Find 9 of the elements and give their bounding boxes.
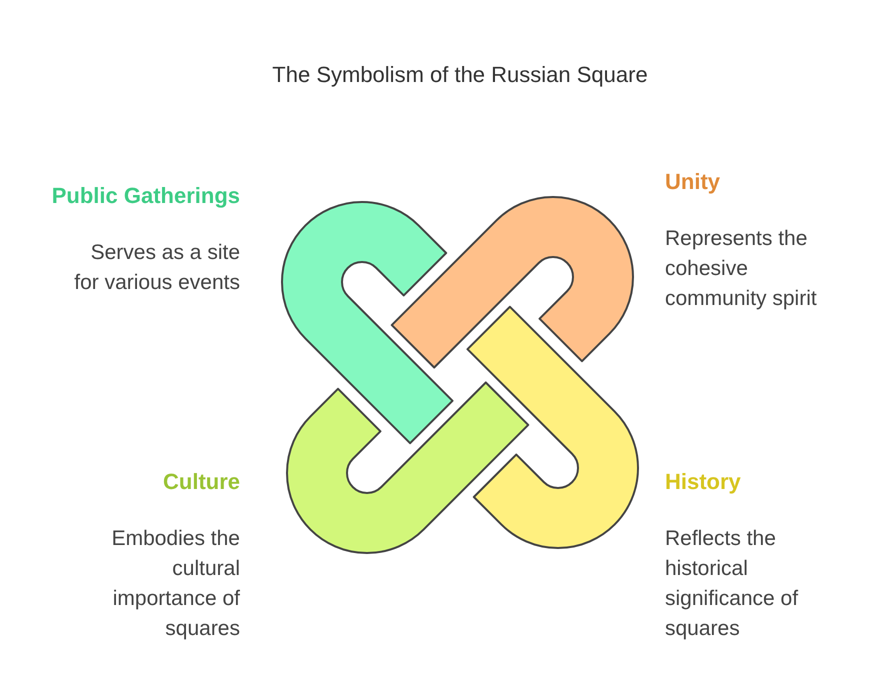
heading: Culture — [162, 468, 240, 496]
title: The Symbolism of the Russian Square — [271, 62, 649, 88]
heading: History — [665, 468, 742, 496]
heading: Public Gatherings — [50, 182, 240, 210]
description: Represents the cohesive community spirit — [665, 226, 818, 312]
heading: Unity — [665, 168, 721, 196]
description: Reflects the historical significance of squares — [665, 526, 800, 642]
description: Embodies the cultural importance of squares — [110, 526, 240, 642]
description: Serves as a site for various events — [73, 240, 240, 296]
